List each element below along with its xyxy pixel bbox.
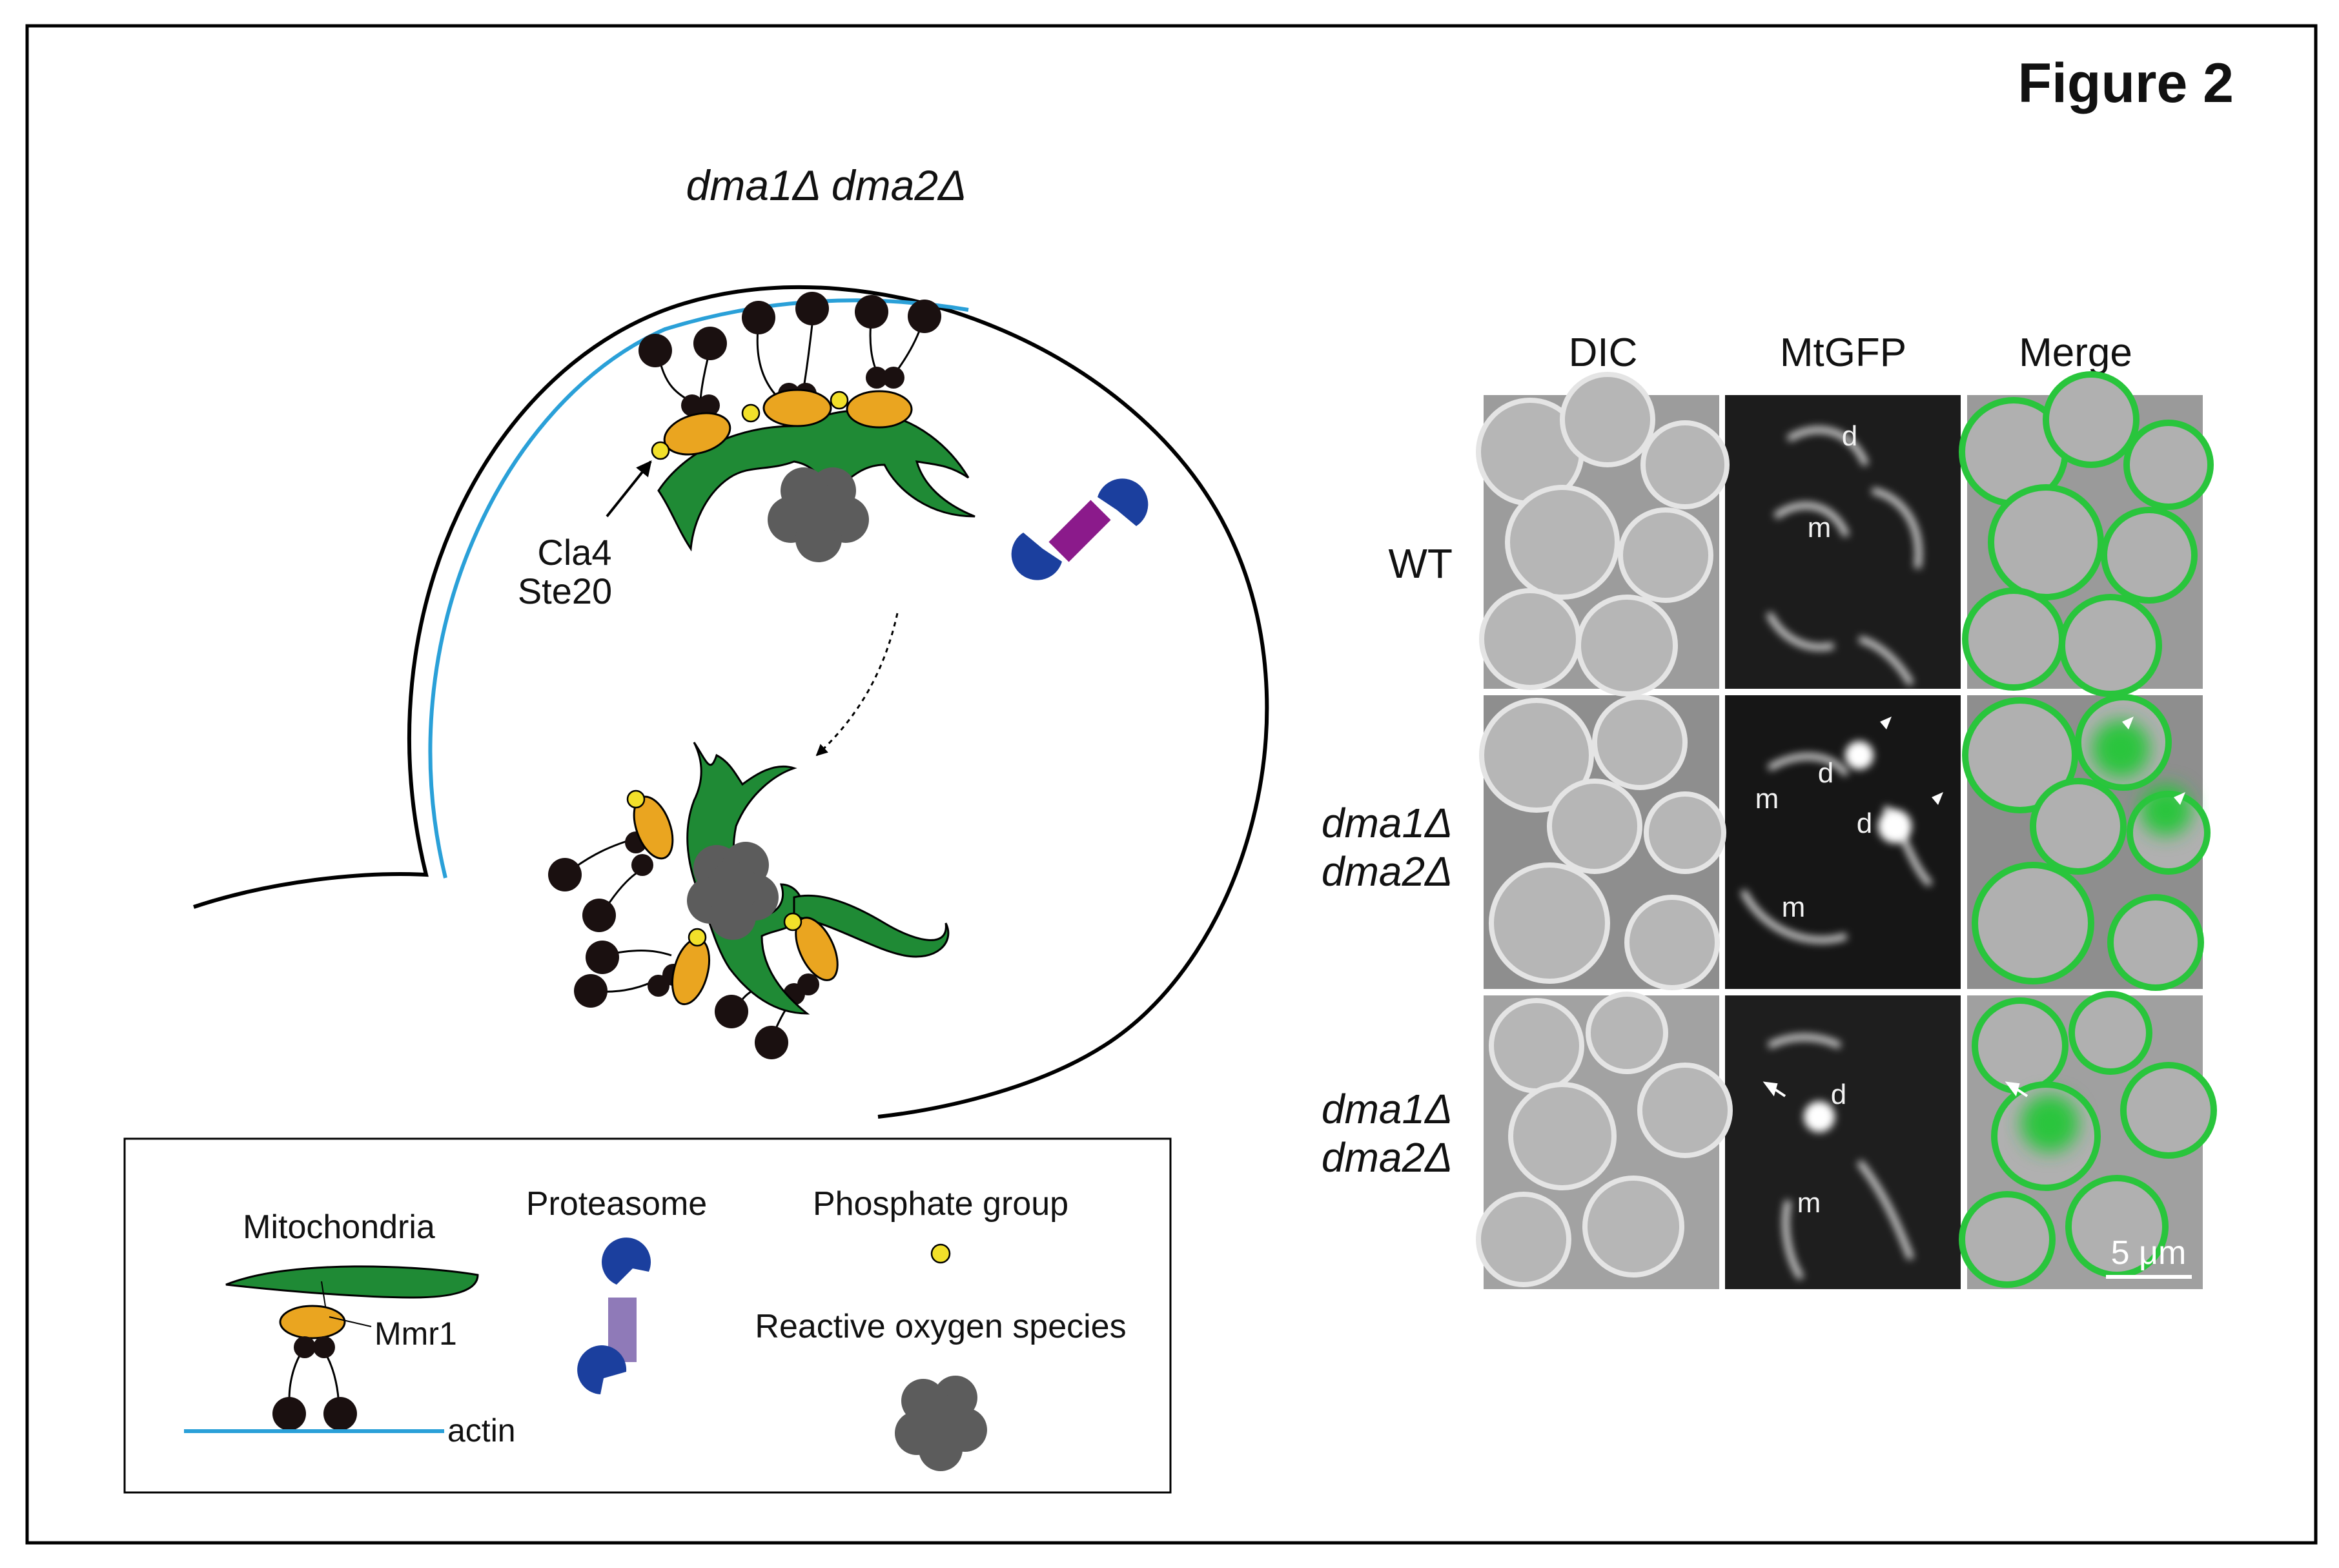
legend-mmr1-label: Mmr1: [374, 1316, 457, 1352]
cell-diagram: dma1Δ dma2Δ: [193, 161, 1269, 1119]
row-label-2-line2: dma2Δ: [1322, 848, 1453, 895]
annotation-r3-d: d: [1831, 1079, 1846, 1110]
legend-proteasome-icon: [577, 1237, 651, 1394]
ros-bottom: [687, 842, 779, 940]
annotation-arrowheads: [1880, 717, 2185, 805]
mtgfp-bright-spots: [1804, 741, 1912, 1132]
legend-ros-icon: [895, 1376, 987, 1471]
cell-outline: [193, 285, 1269, 1119]
genotype-title: dma1Δ dma2Δ: [686, 161, 967, 209]
mmr1-bottom: [633, 795, 839, 1006]
column-header-mtgfp: MtGFP: [1780, 331, 1906, 375]
annotation-r2-m2: m: [1782, 891, 1806, 923]
annotation-r2-d2: d: [1857, 808, 1872, 839]
annotation-arrows: [1762, 1081, 2028, 1097]
dic-cells: [1476, 372, 1733, 1287]
legend-actin-label: actin: [447, 1412, 516, 1449]
legend-mmr1-icon: [279, 1305, 346, 1339]
phosphate-top: [651, 391, 849, 460]
kinase-label-ste20: Ste20: [518, 571, 612, 611]
row-label-wt: WT: [1389, 540, 1453, 587]
column-header-merge: Merge: [2019, 331, 2132, 375]
annotation-r2-d1: d: [1818, 757, 1833, 789]
kinase-pointer: [606, 460, 652, 518]
translocation-arrow: [815, 613, 899, 757]
row-label-2-line1: dma1Δ: [1322, 800, 1453, 846]
mtgfp-signal: [1740, 426, 1933, 1280]
legend-ros-label: Reactive oxygen species: [755, 1308, 1126, 1345]
annotation-r2-m1: m: [1755, 783, 1779, 815]
mitochondrion-bottom-tail: [793, 894, 950, 958]
actin-cable: [428, 298, 969, 879]
merge-cells: [1959, 371, 2217, 1288]
legend-mitochondria-label: Mitochondria: [243, 1208, 435, 1246]
ros-top: [768, 467, 869, 562]
legend-phosphate-icon: [930, 1243, 951, 1264]
scale-bar-label: 5 μm: [2111, 1234, 2187, 1272]
myosin-heads-bottom: [548, 831, 819, 1059]
legend-box: Mitochondria Mmr1 actin Proteasome Phosp…: [123, 1137, 1172, 1494]
mitochondrion-top: [657, 409, 975, 552]
legend-phosphate-label: Phosphate group: [813, 1185, 1068, 1223]
phosphate-bottom: [626, 789, 802, 947]
legend-myosin-icon: [272, 1336, 357, 1431]
row-label-3-line1: dma1Δ: [1322, 1086, 1453, 1132]
figure-title: Figure 2: [2017, 52, 2234, 114]
legend-proteasome-label: Proteasome: [526, 1185, 707, 1223]
column-header-dic: DIC: [1569, 331, 1638, 375]
micrograph-panel: DIC MtGFP Merge WT dma1Δ dma2Δ dma1Δ dma…: [1322, 331, 2217, 1289]
figure-frame: [25, 24, 2318, 1545]
annotation-r1-m: m: [1808, 512, 1832, 544]
myosin-motors-bottom: [564, 838, 808, 1040]
legend-mitochondria-icon: [225, 1265, 479, 1299]
kinase-label-cla4: Cla4: [537, 532, 611, 573]
mmr1-top: [663, 389, 913, 456]
row-label-3-line2: dma2Δ: [1322, 1134, 1453, 1181]
annotation-r3-m: m: [1797, 1187, 1821, 1219]
proteasome-in-cell: [1011, 478, 1149, 580]
annotation-r1-d: d: [1842, 420, 1857, 452]
